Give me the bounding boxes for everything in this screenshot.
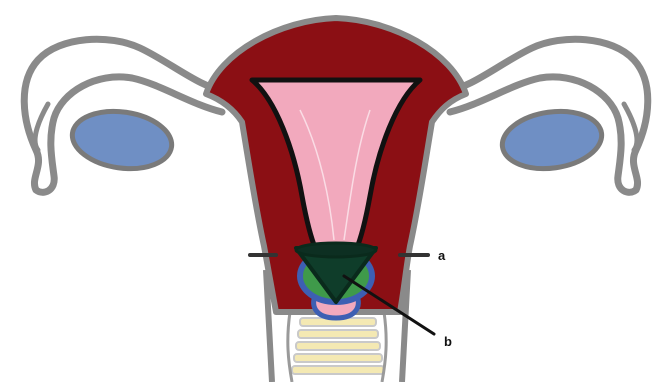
cervix-stripes [292,318,384,374]
right-ovary [499,105,606,174]
left-ovary [69,105,176,174]
label-a: a [438,248,446,263]
label-b: b [444,334,452,349]
